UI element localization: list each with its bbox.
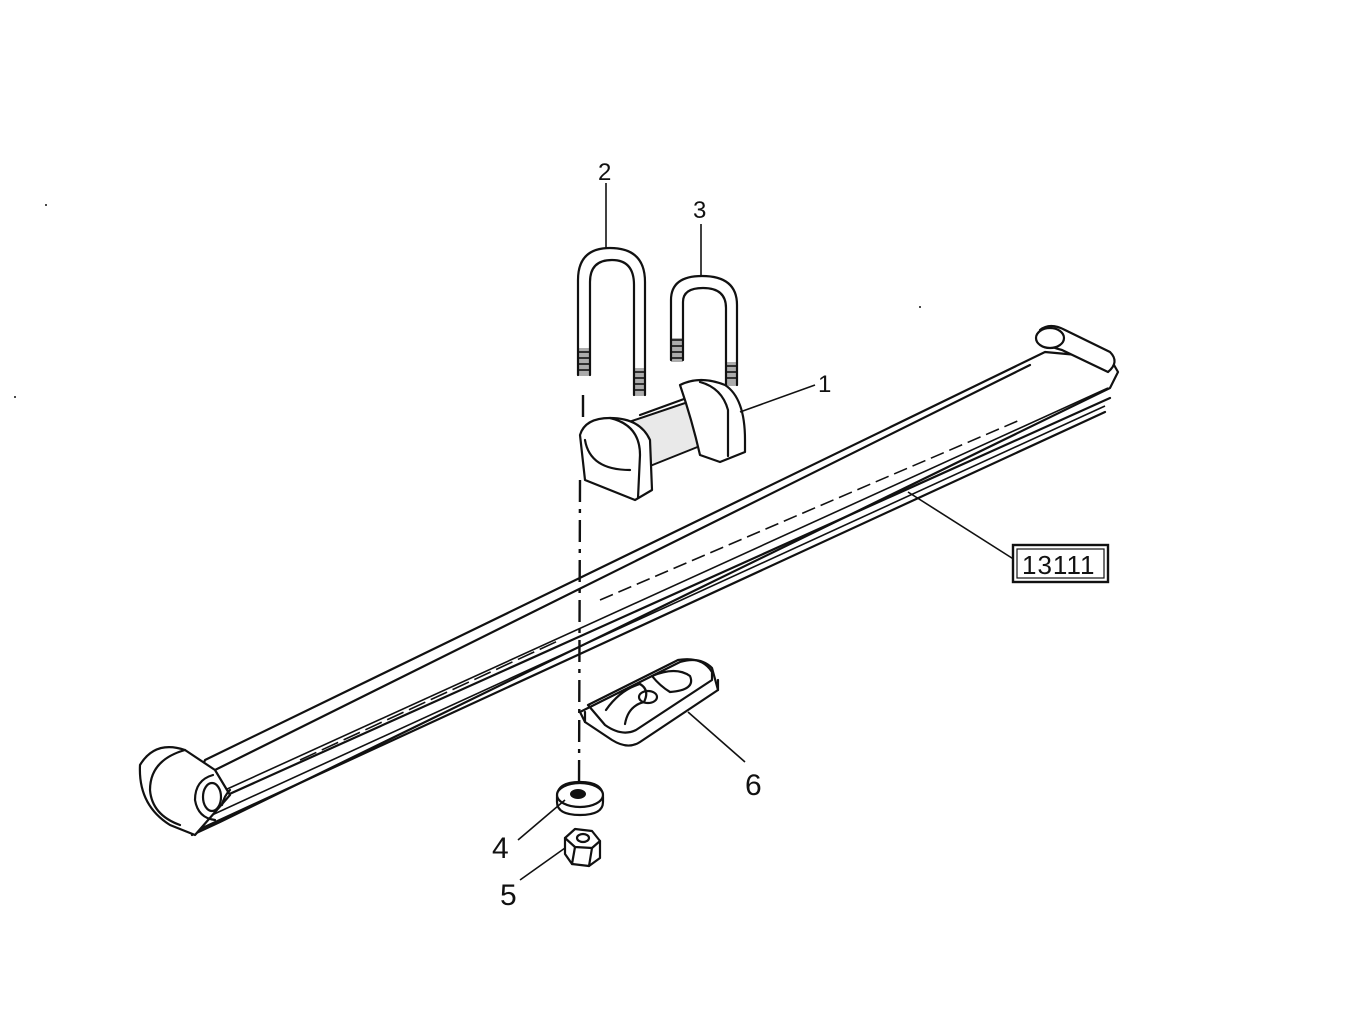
- washer[interactable]: [555, 780, 605, 817]
- callout-5: 5: [500, 879, 517, 912]
- scan-specks: [14, 204, 921, 398]
- u-bolt-large[interactable]: [576, 246, 647, 397]
- u-bolt-small[interactable]: [669, 274, 739, 387]
- leaf-spring[interactable]: [138, 324, 1120, 837]
- reference-label: 13111: [1022, 550, 1095, 580]
- reference-box[interactable]: 13111: [1011, 543, 1110, 584]
- callout-1: 1: [818, 371, 831, 398]
- spring-pad[interactable]: [578, 658, 720, 747]
- callout-4: 4: [492, 832, 509, 865]
- callout-2: 2: [598, 159, 611, 186]
- callout-6: 6: [745, 769, 762, 802]
- leader-lines: [517, 183, 1016, 881]
- center-axis-line: [577, 395, 585, 791]
- hex-nut[interactable]: [563, 827, 602, 868]
- callout-3: 3: [693, 197, 706, 224]
- spring-saddle-block[interactable]: [578, 378, 747, 502]
